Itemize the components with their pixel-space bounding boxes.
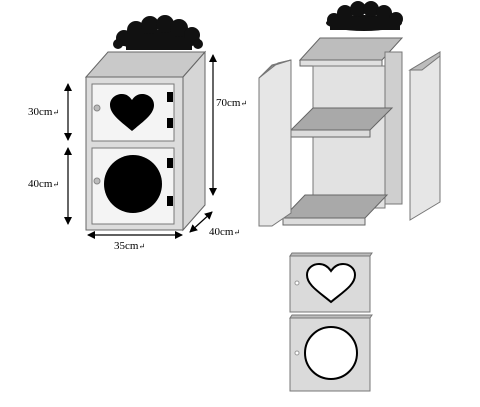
circle-icon <box>304 326 358 380</box>
right-side-panel <box>409 51 441 221</box>
middle-shelf-edge <box>290 129 371 138</box>
door-knob-icon <box>93 177 101 185</box>
upper-height-label: 30cm↵ <box>28 106 60 118</box>
width-label: 35cm↵ <box>114 240 146 252</box>
heart-icon <box>110 94 154 131</box>
back-panel-side <box>384 51 403 205</box>
upper-door-top-edge <box>289 252 373 257</box>
flower-plant-icon <box>113 15 203 50</box>
heart-icon <box>305 262 357 304</box>
cabinet-side <box>182 50 206 232</box>
door-knob-icon <box>294 280 300 286</box>
dimension-arrow-icon <box>64 54 217 239</box>
bottom-board <box>281 194 389 219</box>
hinge-icon <box>167 92 173 206</box>
depth-label: 40cm↵ <box>209 226 241 238</box>
door-knob-icon <box>93 104 101 112</box>
door-panels <box>289 252 373 392</box>
circle-icon <box>104 155 162 213</box>
right-side-panel-edge <box>408 51 441 71</box>
left-side-panel <box>258 59 292 227</box>
left-side-panel-edge <box>258 59 292 79</box>
flower-plant-icon <box>326 1 403 31</box>
exploded-cabinet <box>258 1 441 227</box>
bottom-board-edge <box>282 217 366 226</box>
assembled-cabinet <box>84 15 207 232</box>
lower-door-top-edge <box>289 314 373 319</box>
door-knob-icon <box>294 350 300 356</box>
top-board-edge <box>299 59 383 67</box>
total-height-label: 70cm↵ <box>216 97 248 109</box>
lower-height-label: 40cm↵ <box>28 178 60 190</box>
